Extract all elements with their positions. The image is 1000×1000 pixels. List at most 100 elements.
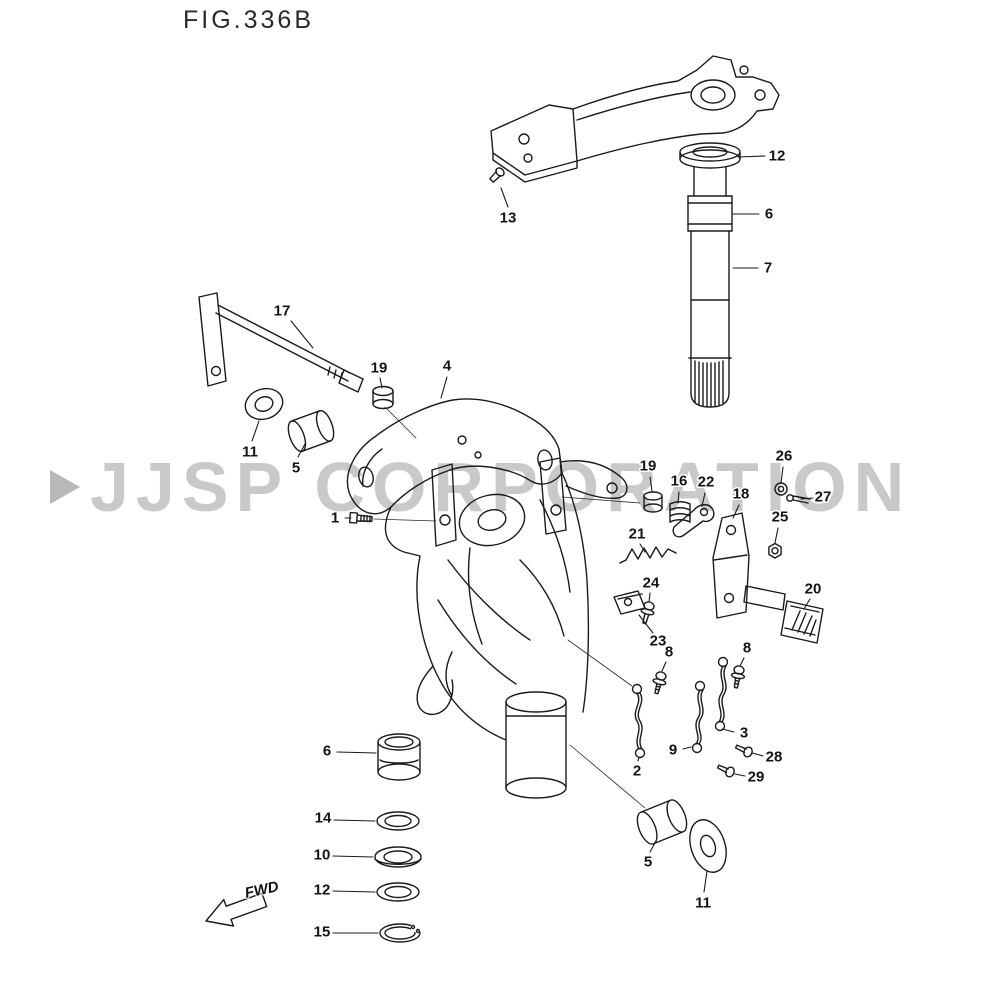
leader-line-5 bbox=[649, 840, 657, 853]
leader-line-8 bbox=[661, 661, 667, 672]
leader-line-11 bbox=[251, 420, 260, 442]
bolt-13-drawing bbox=[489, 167, 505, 183]
leader-line-28 bbox=[751, 752, 764, 757]
leader-line-27 bbox=[800, 497, 814, 500]
screw-28-drawing bbox=[734, 744, 753, 758]
leader-line-9 bbox=[682, 746, 692, 750]
part-label-20: 20 bbox=[805, 581, 822, 598]
part-label-29: 29 bbox=[748, 769, 765, 786]
leader-line-29 bbox=[734, 773, 746, 777]
bushing-19-top-drawing bbox=[372, 385, 394, 410]
part-label-28: 28 bbox=[766, 749, 783, 766]
part-label-16: 16 bbox=[671, 473, 688, 490]
bracket-18-drawing bbox=[712, 512, 786, 619]
leader-line-26 bbox=[780, 466, 784, 484]
part-label-12: 12 bbox=[314, 882, 331, 899]
part-label-25: 25 bbox=[772, 509, 789, 526]
link-2-drawing bbox=[631, 683, 646, 759]
part-label-10: 10 bbox=[314, 847, 331, 864]
part-label-6: 6 bbox=[765, 206, 773, 223]
link-9-drawing bbox=[691, 680, 706, 754]
screw-8a-drawing bbox=[652, 671, 667, 695]
part-label-19: 19 bbox=[640, 458, 657, 475]
washer-11-left-drawing bbox=[244, 387, 284, 421]
washer-10-drawing bbox=[374, 846, 422, 868]
washer-12-bottom-drawing bbox=[376, 882, 420, 902]
figure-title: FIG.336B bbox=[183, 6, 314, 34]
leader-line-11 bbox=[703, 870, 708, 893]
part-label-22: 22 bbox=[698, 474, 715, 491]
jsp-logo-icon bbox=[50, 470, 80, 504]
leader-line-4 bbox=[440, 376, 448, 399]
part-label-21: 21 bbox=[629, 526, 646, 543]
part-label-11: 11 bbox=[242, 444, 258, 461]
washer-14-drawing bbox=[376, 811, 420, 831]
part-label-6: 6 bbox=[323, 743, 331, 760]
leader-line-12 bbox=[332, 890, 376, 893]
leader-line-10 bbox=[332, 855, 374, 858]
part-label-3: 3 bbox=[740, 725, 748, 742]
lever-22-drawing bbox=[672, 504, 715, 538]
steering-arm-drawing bbox=[490, 55, 780, 183]
nut-25-drawing bbox=[768, 542, 782, 559]
part-label-5: 5 bbox=[644, 854, 652, 871]
part-label-1: 1 bbox=[331, 510, 339, 527]
part-label-11: 11 bbox=[695, 895, 711, 912]
leader-line-22 bbox=[701, 492, 706, 507]
part-label-17: 17 bbox=[274, 303, 291, 320]
swivel-shaft-drawing bbox=[679, 142, 741, 408]
leader-line-5 bbox=[297, 443, 306, 458]
spring-16-drawing bbox=[669, 501, 691, 523]
washer-26-drawing bbox=[774, 482, 788, 496]
swivel-bracket-drawing bbox=[346, 398, 628, 799]
leader-line-13 bbox=[500, 187, 509, 208]
part-label-19: 19 bbox=[371, 360, 388, 377]
leader-line-25 bbox=[774, 527, 779, 544]
bushing-19-right-drawing bbox=[643, 491, 663, 513]
screw-24-drawing bbox=[640, 601, 655, 625]
leader-line-18 bbox=[732, 504, 740, 519]
leader-line-8 bbox=[739, 657, 745, 667]
part-label-4: 4 bbox=[443, 358, 452, 375]
leader-line-17 bbox=[290, 320, 314, 349]
bushing-6-bottom-drawing bbox=[377, 733, 421, 781]
fwd-arrow: FWD bbox=[205, 877, 281, 927]
spring-21-drawing bbox=[619, 546, 677, 564]
clip-23-drawing bbox=[613, 590, 646, 615]
link-3-drawing bbox=[714, 656, 729, 732]
pad-20-drawing bbox=[780, 600, 824, 644]
part-label-26: 26 bbox=[776, 448, 793, 465]
leader-line-19 bbox=[379, 377, 383, 389]
part-label-12: 12 bbox=[769, 148, 786, 165]
part-label-5: 5 bbox=[292, 460, 300, 477]
fwd-label: FWD bbox=[243, 878, 280, 902]
leader-line-23 bbox=[638, 614, 654, 634]
washer-11-bottom-drawing bbox=[689, 819, 727, 873]
leader-line-16 bbox=[677, 491, 680, 504]
part-label-9: 9 bbox=[669, 742, 677, 759]
bushing-5-left-drawing bbox=[287, 409, 335, 453]
screw-8b-drawing bbox=[730, 665, 746, 689]
leader-line-3 bbox=[721, 728, 735, 733]
part-label-24: 24 bbox=[643, 575, 660, 592]
part-label-7: 7 bbox=[764, 260, 772, 277]
tilt-rod-drawing bbox=[198, 292, 364, 393]
screw-29-drawing bbox=[716, 764, 735, 778]
leader-line-21 bbox=[639, 543, 646, 553]
part-label-18: 18 bbox=[733, 486, 750, 503]
part-label-2: 2 bbox=[633, 763, 641, 780]
leader-line-24 bbox=[648, 592, 651, 603]
bushing-5-bottom-drawing bbox=[636, 799, 688, 845]
leader-line-12 bbox=[737, 155, 766, 158]
part-label-23: 23 bbox=[650, 633, 667, 650]
part-label-15: 15 bbox=[314, 924, 331, 941]
part-label-13: 13 bbox=[500, 210, 517, 227]
leader-line-14 bbox=[333, 819, 376, 822]
snap-ring-15-drawing bbox=[379, 922, 426, 943]
part-label-14: 14 bbox=[315, 810, 332, 827]
leader-line-19 bbox=[649, 476, 653, 492]
leader-line-2 bbox=[637, 756, 640, 762]
bolt-1-drawing bbox=[348, 511, 373, 524]
